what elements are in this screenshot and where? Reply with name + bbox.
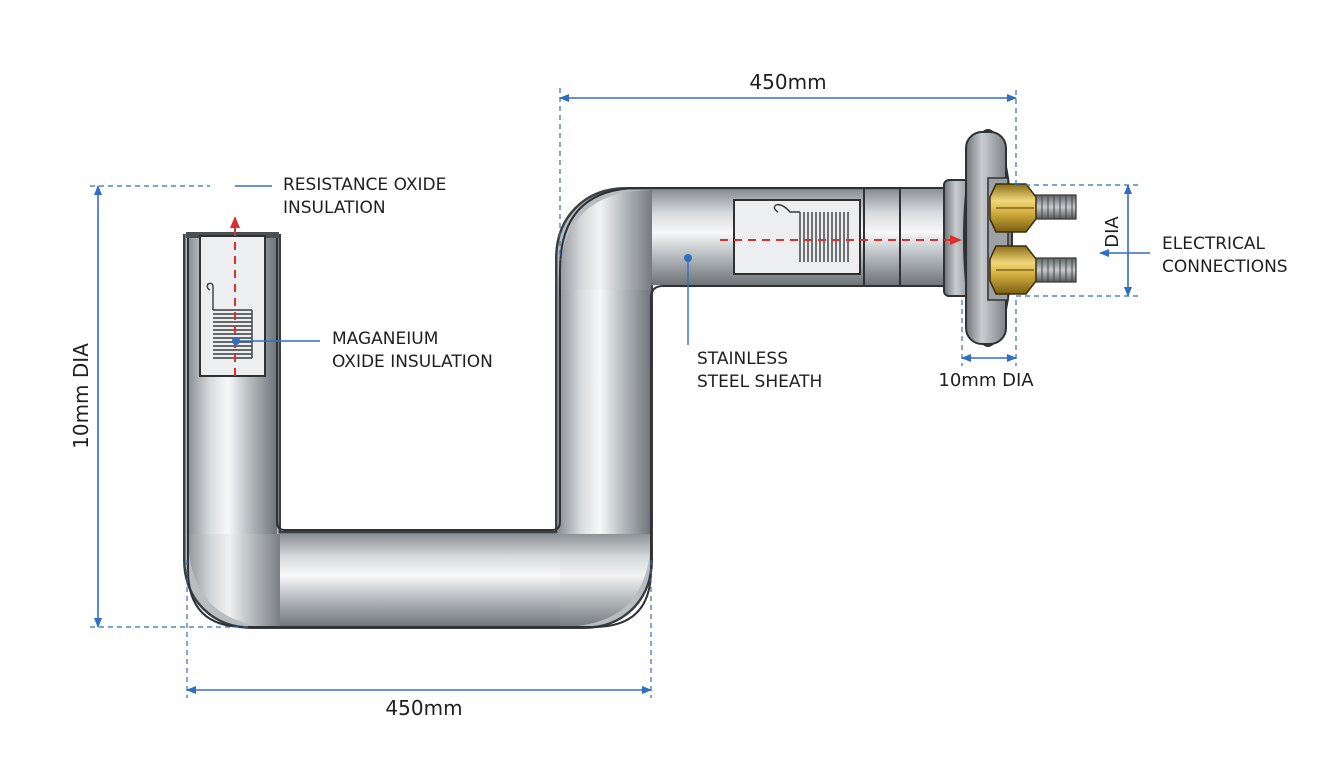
sheath-label: STAINLESS STEEL SHEATH [697,349,822,392]
bottom-right-bend [560,534,651,627]
right-leg-shine [558,290,651,534]
bottom-left-bend [188,534,280,627]
terminal-top [989,183,1077,233]
mounting-flange [899,129,1013,347]
resistance-label: RESISTANCE OXIDE INSULATION [283,175,452,218]
pipe-inner-edge [187,187,900,628]
dimension-lines [90,88,1140,698]
flow-arrows [230,216,962,376]
flange-dia-label: 10mm DIA [938,370,1034,391]
extension-lines [90,88,1140,698]
left-height-label: 10mm DIA [69,343,93,449]
magnesium-label: MAGANEIUM OXIDE INSULATION [332,329,493,372]
top-length-label: 450mm [749,70,826,94]
callout-labels: RESISTANCE OXIDE INSULATION MAGANEIUM OX… [283,175,1288,392]
electrical-label: ELECTRICAL CONNECTIONS [1162,234,1288,277]
right-cutaway [733,188,865,286]
heating-coil-icon [773,203,849,262]
terminal-bottom [989,245,1077,295]
left-cutaway [199,235,266,377]
terminal-stud [1029,257,1077,283]
terminal-dia-label: DIA [1102,216,1123,248]
terminal-stud [1029,194,1077,220]
bottom-length-label: 450mm [385,696,462,720]
leader-lines [232,185,1150,345]
bottom-run-shine [280,534,560,627]
top-right-bend [558,190,652,290]
dimension-labels: 450mm 450mm 10mm DIA 10mm DIA DIA [69,70,1123,720]
